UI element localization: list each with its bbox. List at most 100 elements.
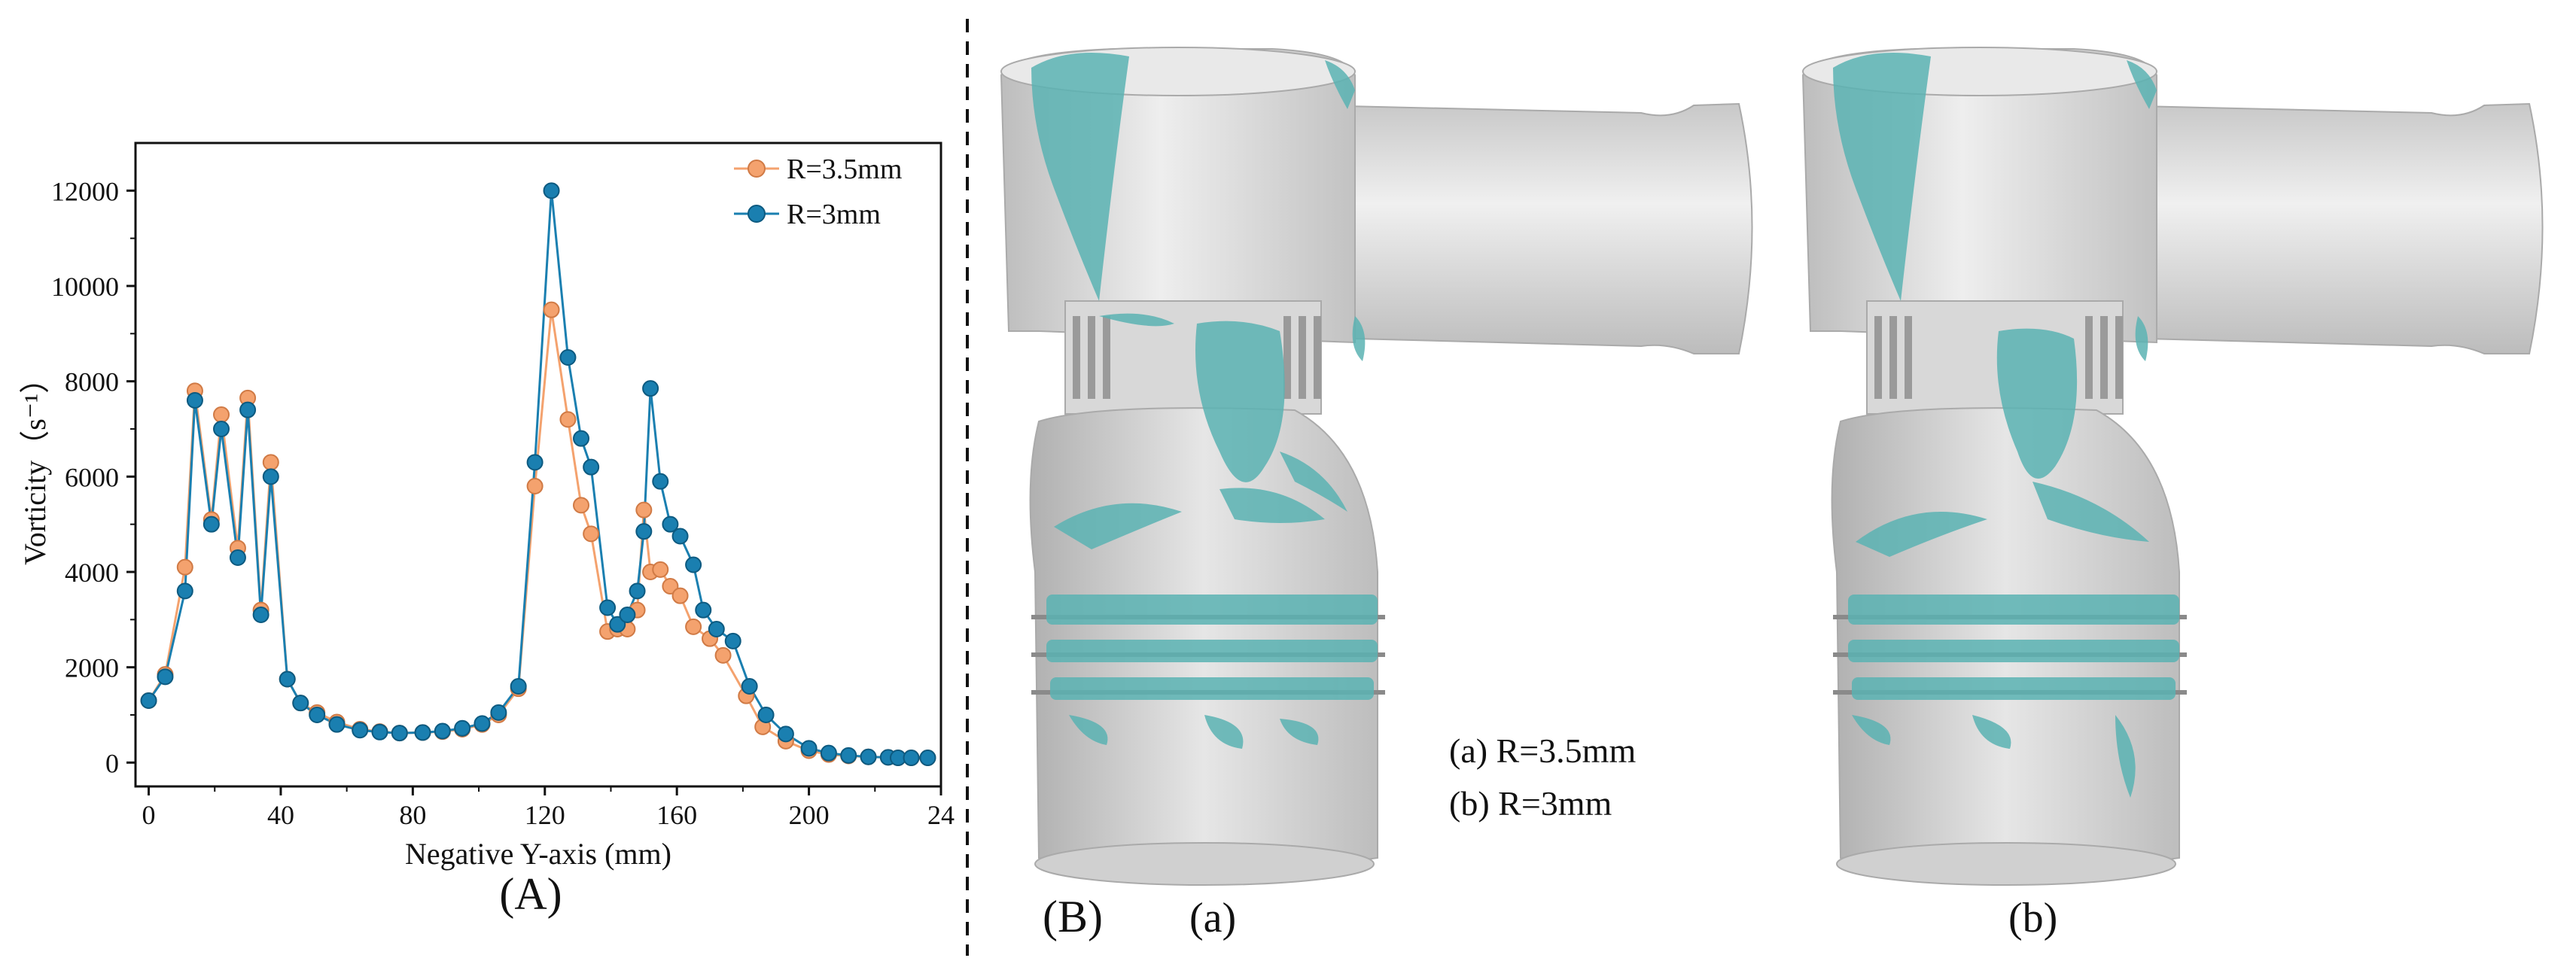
data-point	[543, 301, 560, 318]
data-point	[919, 750, 936, 766]
data-point	[629, 582, 646, 600]
geometry-render-b	[1801, 47, 2544, 886]
y-tick-label: 12000	[51, 176, 119, 206]
data-point	[685, 556, 702, 573]
data-point	[635, 523, 653, 540]
outlet-pipe	[2106, 102, 2544, 354]
data-point	[860, 748, 877, 765]
data-point	[213, 421, 230, 437]
data-point	[414, 724, 431, 741]
data-point	[239, 401, 257, 418]
data-point	[140, 692, 157, 709]
render-legend-b: (b) R=3mm	[1449, 784, 1612, 823]
data-point	[800, 740, 818, 757]
panel-label-render-b: (b)	[2008, 895, 2057, 941]
data-point	[662, 515, 679, 533]
data-point	[176, 582, 193, 600]
legend-label-r35: R=3.5mm	[787, 154, 902, 185]
data-point	[559, 349, 577, 366]
legend-marker-r3	[748, 205, 766, 223]
data-point	[279, 671, 296, 688]
data-point	[671, 528, 689, 545]
data-point	[619, 607, 636, 623]
data-point	[599, 599, 617, 616]
data-point	[473, 715, 491, 732]
series-line-1	[148, 190, 928, 759]
lower-body	[1029, 407, 1378, 868]
data-point	[526, 478, 544, 494]
data-point	[583, 525, 600, 543]
x-tick-label: 24	[927, 800, 955, 830]
data-point	[510, 678, 527, 695]
y-tick-label: 0	[105, 748, 119, 778]
legend-label-r3: R=3mm	[787, 199, 881, 230]
data-point	[391, 725, 408, 742]
data-point	[559, 411, 577, 428]
data-point	[609, 616, 626, 633]
series-points	[140, 182, 936, 766]
lower-body-bottom	[1034, 842, 1375, 886]
data-point	[695, 601, 712, 619]
data-point	[292, 695, 309, 712]
chart-legend: R=3.5mm R=3mm	[734, 154, 902, 230]
data-point	[652, 561, 669, 578]
data-point	[262, 468, 279, 485]
plot-frame	[134, 141, 942, 788]
outlet-pipe	[1312, 102, 1753, 354]
neck-holes-b	[1874, 316, 2123, 399]
data-point	[573, 430, 590, 447]
data-point	[352, 722, 369, 739]
data-point	[490, 704, 507, 721]
data-point	[328, 716, 346, 733]
data-point	[371, 723, 388, 741]
y-tick-label: 4000	[65, 558, 119, 588]
data-point	[635, 501, 653, 519]
x-tick-label: 80	[399, 800, 426, 830]
data-point	[652, 473, 669, 490]
lower-body	[1831, 407, 2180, 868]
panel-label-render: (B)	[1043, 892, 1103, 941]
data-point	[671, 587, 689, 604]
vortex-isosurface-b	[1833, 53, 2179, 798]
legend-marker-r35	[748, 160, 766, 178]
data-point	[840, 747, 857, 764]
data-point	[202, 515, 220, 533]
series-line-0	[148, 309, 928, 759]
data-point	[757, 707, 775, 723]
data-point	[903, 750, 920, 766]
x-tick-label: 160	[656, 800, 697, 830]
data-point	[685, 618, 702, 635]
data-point	[252, 607, 269, 623]
data-point	[820, 744, 837, 762]
data-point	[708, 621, 725, 637]
x-axis-ticks: 0 40 80 120 160 200 24	[142, 786, 955, 830]
x-tick-label: 200	[789, 800, 830, 830]
data-point	[543, 182, 560, 199]
vortex-isosurface-a	[1031, 53, 1378, 749]
panel-label-render-a: (a)	[1189, 895, 1236, 941]
data-point	[213, 406, 230, 423]
data-point	[262, 454, 279, 471]
data-point	[526, 454, 544, 471]
geometry-render-a	[1000, 47, 1753, 886]
x-tick-label: 40	[267, 800, 294, 830]
data-point	[724, 632, 741, 649]
x-tick-label: 0	[142, 800, 156, 830]
data-point	[573, 497, 590, 514]
data-point	[777, 725, 794, 743]
data-point	[176, 558, 193, 576]
data-point	[434, 722, 451, 740]
x-tick-label: 120	[525, 800, 565, 830]
x-axis-label: Negative Y-axis (mm)	[405, 837, 671, 871]
data-point	[157, 668, 174, 686]
data-point	[741, 678, 758, 695]
data-point	[714, 646, 732, 664]
neck-holes-a	[1073, 316, 1321, 399]
panel-label-chart: (A)	[499, 869, 562, 919]
data-point	[583, 458, 600, 476]
data-point	[642, 380, 659, 397]
y-tick-label: 8000	[65, 367, 119, 397]
